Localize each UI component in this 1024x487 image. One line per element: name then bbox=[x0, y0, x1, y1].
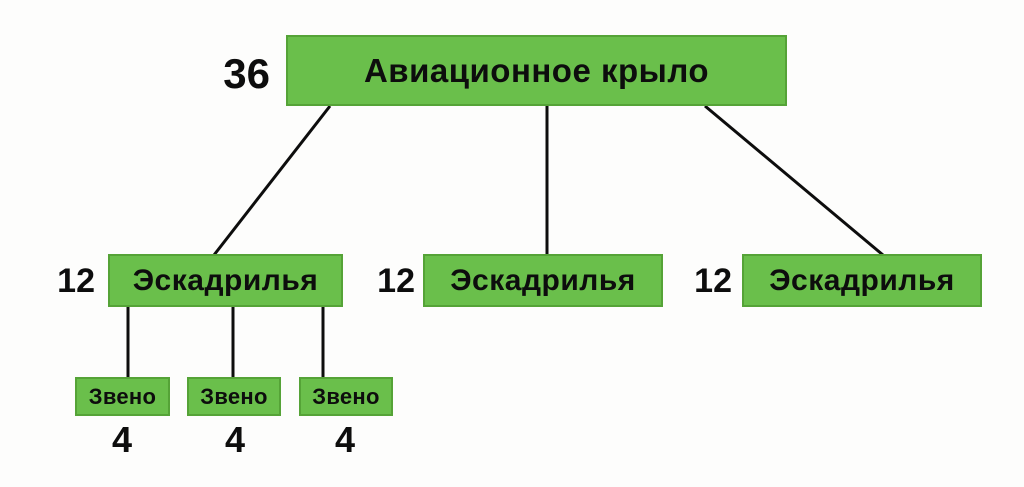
flight-1-node-label: Звено bbox=[88, 383, 157, 409]
flight-2-node-label: Звено bbox=[200, 383, 268, 409]
flight-3-node: Звено bbox=[299, 377, 393, 416]
flight-1-node: Звено bbox=[75, 377, 170, 416]
wing-node-label: Авиационное крыло bbox=[363, 51, 710, 89]
flight-3-node-label: Звено bbox=[312, 383, 380, 409]
squadron-1-node-label: Эскадрилья bbox=[132, 263, 319, 297]
squadron-3-count-label: 12 bbox=[694, 262, 732, 300]
squadron-2-count-label: 12 bbox=[377, 262, 415, 300]
squadron-3-node: Эскадрилья bbox=[742, 254, 982, 307]
flight-2-count-label: 4 bbox=[224, 419, 246, 460]
flight-3-count-label: 4 bbox=[334, 419, 356, 460]
squadron-1-count-label: 12 bbox=[57, 262, 95, 300]
squadron-2-node: Эскадрилья bbox=[423, 254, 663, 307]
wing-count-label: 36 bbox=[223, 50, 270, 97]
connector-root-squadron-3 bbox=[704, 104, 884, 257]
wing-node: Авиационное крыло bbox=[286, 35, 787, 106]
squadron-1-node: Эскадрилья bbox=[108, 254, 343, 307]
flight-2-node: Звено bbox=[187, 377, 281, 416]
squadron-3-node-label: Эскадрилья bbox=[769, 263, 955, 297]
squadron-2-node-label: Эскадрилья bbox=[450, 263, 636, 297]
flight-1-count-label: 4 bbox=[111, 419, 133, 460]
connector-root-squadron-1 bbox=[212, 105, 332, 256]
